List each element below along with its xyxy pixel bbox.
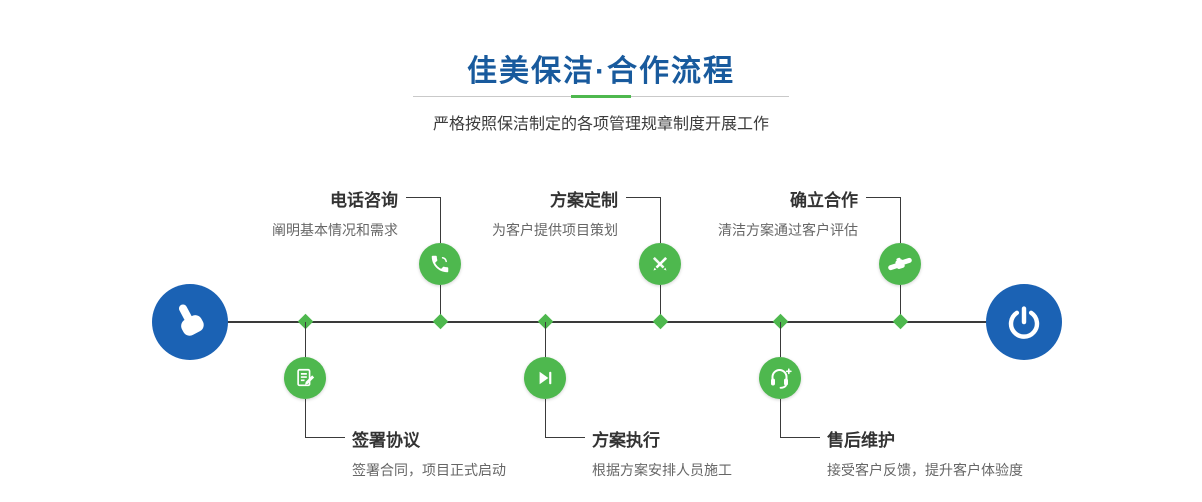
page-subtitle: 严格按照保洁制定的各项管理规章制度开展工作	[432, 116, 769, 133]
connector-line	[406, 197, 440, 198]
timeline-line	[190, 321, 1025, 323]
connector-line	[866, 197, 900, 198]
step-label-block: 签署协议 签署合同，项目正式启动	[352, 426, 506, 480]
step-label-block: 电话咨询 阐明基本情况和需求	[272, 186, 398, 240]
pointing-hand-icon	[169, 301, 211, 343]
step-title: 签署协议	[352, 431, 420, 450]
step-description: 清洁方案通过客户评估	[718, 222, 858, 238]
timeline-marker	[432, 313, 449, 330]
connector-line	[660, 197, 661, 243]
step-title: 方案定制	[550, 191, 618, 210]
connector-line	[545, 437, 585, 438]
step-title: 售后维护	[827, 431, 895, 450]
divider-accent	[571, 95, 631, 98]
step-title: 确立合作	[790, 191, 858, 210]
connector-line	[780, 322, 781, 357]
timeline-marker	[892, 313, 909, 330]
connector-line	[900, 285, 901, 322]
step-node	[419, 243, 461, 285]
connector-line	[440, 197, 441, 243]
step-label-block: 售后维护 接受客户反馈，提升客户体验度	[827, 426, 1023, 480]
page-title: 佳美保洁·合作流程	[467, 55, 735, 88]
step-label-block: 确立合作 清洁方案通过客户评估	[718, 186, 858, 240]
contract-icon	[294, 367, 316, 389]
play-icon	[535, 368, 555, 388]
connector-line	[780, 437, 820, 438]
title-divider	[413, 95, 789, 98]
connector-line	[545, 322, 546, 357]
connector-line	[780, 399, 781, 437]
handshake-icon	[887, 251, 913, 277]
connector-line	[545, 399, 546, 437]
step-label-block: 方案定制 为客户提供项目策划	[492, 186, 618, 240]
step-description: 为客户提供项目策划	[492, 222, 618, 238]
connector-line	[305, 437, 345, 438]
step-title: 方案执行	[592, 431, 660, 450]
timeline-start-node	[152, 284, 228, 360]
connector-line	[900, 197, 901, 243]
timeline-marker	[652, 313, 669, 330]
step-node	[524, 357, 566, 399]
step-node	[284, 357, 326, 399]
connector-line	[440, 285, 441, 322]
design-tools-icon	[649, 253, 671, 275]
timeline-end-node	[986, 284, 1062, 360]
step-node	[639, 243, 681, 285]
step-description: 阐明基本情况和需求	[272, 222, 398, 238]
phone-icon	[429, 253, 451, 275]
step-description: 接受客户反馈，提升客户体验度	[827, 462, 1023, 478]
step-node	[759, 357, 801, 399]
power-icon	[1005, 303, 1043, 341]
connector-line	[305, 399, 306, 437]
connector-line	[305, 322, 306, 357]
step-node	[879, 243, 921, 285]
connector-line	[660, 285, 661, 322]
step-label-block: 方案执行 根据方案安排人员施工	[592, 426, 732, 480]
step-title: 电话咨询	[330, 191, 398, 210]
step-description: 签署合同，项目正式启动	[352, 462, 506, 478]
headset-icon	[768, 366, 792, 390]
connector-line	[626, 197, 660, 198]
step-description: 根据方案安排人员施工	[592, 462, 732, 478]
